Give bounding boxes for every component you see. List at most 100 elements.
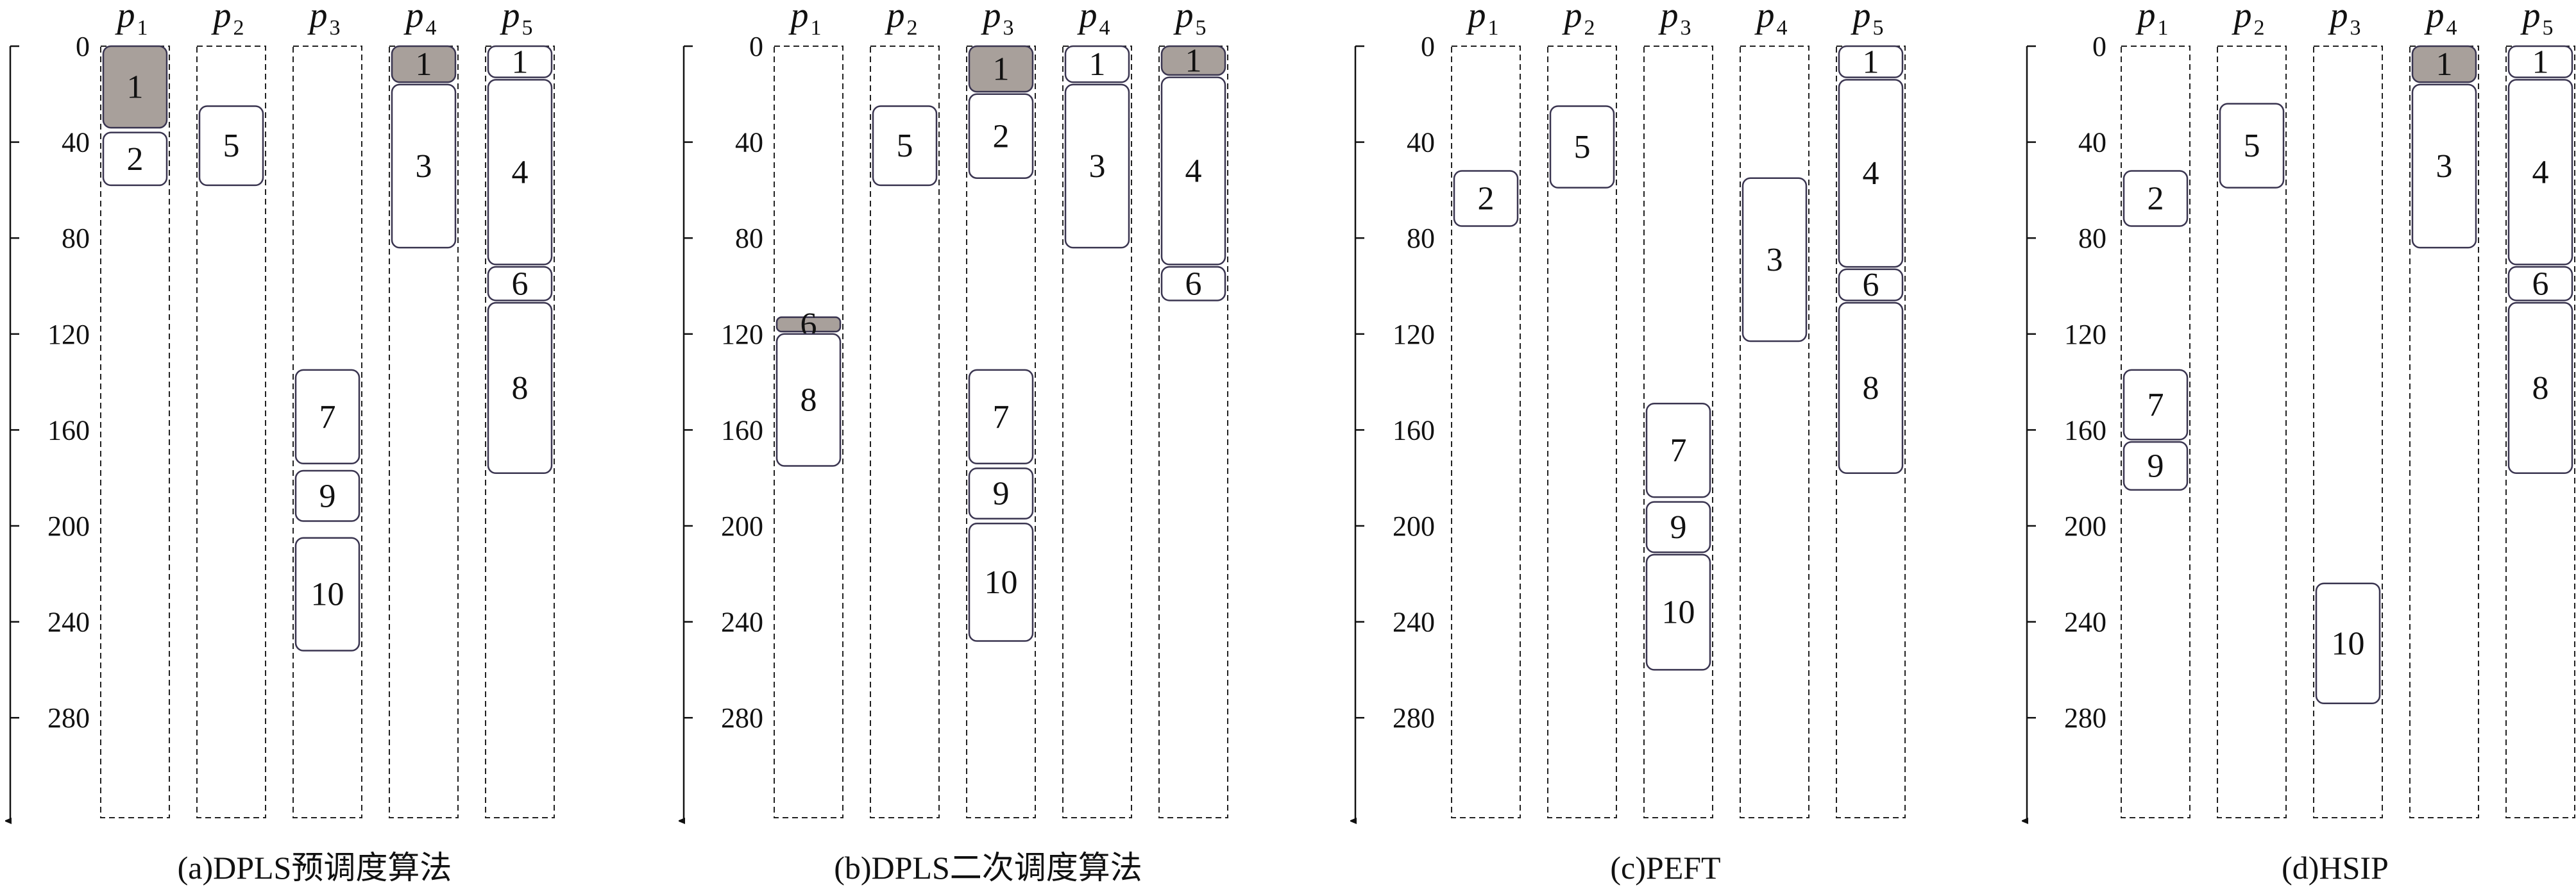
time-axis-tick-label: 80 [62, 223, 90, 254]
task-block [1645, 501, 1711, 553]
task-label: 2 [1478, 180, 1495, 217]
processor-header-1: p1 [2135, 0, 2169, 40]
processor-header-4: p4 [2424, 0, 2457, 40]
task-label: 7 [2148, 387, 2164, 423]
processor-header-subscript: 4 [1777, 16, 1788, 40]
time-axis-tick-label: 280 [721, 702, 763, 734]
processor-header-subscript: 3 [1003, 16, 1014, 40]
processor-column-3 [292, 46, 362, 818]
task-label: 10 [1662, 595, 1695, 631]
processor-header-subscript: 4 [1099, 16, 1110, 40]
duplicated-task-block [391, 45, 457, 83]
processor-column-2 [196, 46, 266, 818]
task-block [1453, 170, 1519, 227]
task-block [102, 131, 168, 187]
time-axis-tick-label: 200 [1393, 510, 1435, 542]
processor-header-5: p5 [1173, 0, 1207, 40]
task-block [775, 333, 842, 467]
processor-header-subscript: 5 [1873, 16, 1884, 40]
time-axis-tick-label: 280 [1393, 702, 1435, 734]
task-block [1549, 105, 1615, 189]
time-axis-tick-label: 240 [1393, 607, 1435, 638]
processor-header-subscript: 2 [233, 16, 244, 40]
processor-header-subscript: 2 [2254, 16, 2265, 40]
task-label: 5 [897, 128, 913, 164]
task-block [872, 105, 938, 187]
task-label: 4 [1863, 155, 1879, 192]
time-axis-tick-label: 120 [1393, 319, 1435, 350]
processor-header-subscript: 5 [1196, 16, 1207, 40]
task-block [391, 83, 457, 249]
task-block [968, 523, 1034, 642]
task-label: 3 [1089, 148, 1106, 185]
processor-header-1: p1 [115, 0, 148, 40]
task-label: 3 [2436, 148, 2453, 185]
panel-caption: (a)DPLS预调度算法 [178, 850, 452, 886]
task-label: 1 [2436, 46, 2453, 83]
processor-header-4: p4 [1754, 0, 1788, 40]
time-axis-tick-label: 200 [47, 510, 90, 542]
processor-header-3: p3 [2328, 0, 2361, 40]
processor-header-subscript: 4 [426, 16, 437, 40]
task-label: 6 [1185, 266, 1202, 302]
task-label: 6 [1863, 267, 1879, 303]
task-label: 6 [512, 266, 529, 302]
processor-header-4: p4 [403, 0, 437, 40]
task-label: 9 [2148, 448, 2164, 485]
task-label: 8 [2532, 370, 2549, 407]
processor-column-3 [1643, 46, 1713, 818]
time-axis-tick-label: 0 [76, 31, 90, 62]
processor-header-2: p2 [885, 0, 918, 40]
panel-caption: (b)DPLS二次调度算法 [834, 850, 1142, 886]
processor-header-subscript: 3 [2350, 16, 2361, 40]
task-label: 2 [127, 141, 144, 178]
time-axis-tick-label: 240 [2064, 607, 2106, 638]
task-label: 9 [993, 476, 1010, 512]
task-label: 4 [512, 154, 529, 190]
time-axis-tick-label: 0 [749, 31, 763, 62]
task-label: 7 [1670, 432, 1687, 469]
time-axis-tick-label: 240 [721, 607, 763, 638]
processor-column-2 [870, 46, 940, 818]
task-label: 8 [512, 370, 529, 407]
processor-header-subscript: 1 [1488, 16, 1499, 40]
processor-header-3: p3 [1658, 0, 1691, 40]
time-axis-tick-label: 40 [735, 127, 763, 158]
task-label: 1 [127, 69, 144, 106]
time-axis-tick-label: 160 [2064, 414, 2106, 446]
task-label: 5 [1574, 129, 1591, 165]
task-block [968, 467, 1034, 520]
task-label: 5 [223, 128, 240, 164]
time-axis-tick-label: 200 [2064, 510, 2106, 542]
panel-caption: (c)PEFT [1610, 850, 1720, 886]
processor-header-3: p3 [307, 0, 341, 40]
task-block [1741, 177, 1808, 342]
task-label: 1 [1863, 44, 1879, 80]
task-block [1645, 403, 1711, 498]
processor-column-2 [1547, 46, 1617, 818]
task-block [294, 469, 360, 522]
task-block [2411, 83, 2477, 249]
processor-header-subscript: 5 [522, 16, 533, 40]
task-label: 2 [993, 118, 1010, 155]
duplicated-task-block [775, 316, 842, 333]
processor-column-1 [774, 46, 843, 818]
time-axis-tick-label: 280 [2064, 702, 2106, 734]
processor-header-subscript: 1 [2158, 16, 2169, 40]
processor-header-1: p1 [1466, 0, 1499, 40]
processor-header-2: p2 [2232, 0, 2265, 40]
processor-header-subscript: 4 [2446, 16, 2457, 40]
task-label: 3 [1767, 242, 1783, 278]
processor-header-subscript: 2 [1584, 16, 1595, 40]
task-label: 5 [2244, 128, 2260, 164]
task-block [2219, 103, 2285, 189]
task-label: 8 [1863, 370, 1879, 407]
task-label: 1 [416, 46, 432, 83]
task-label: 10 [985, 564, 1018, 601]
task-block [1160, 76, 1226, 266]
